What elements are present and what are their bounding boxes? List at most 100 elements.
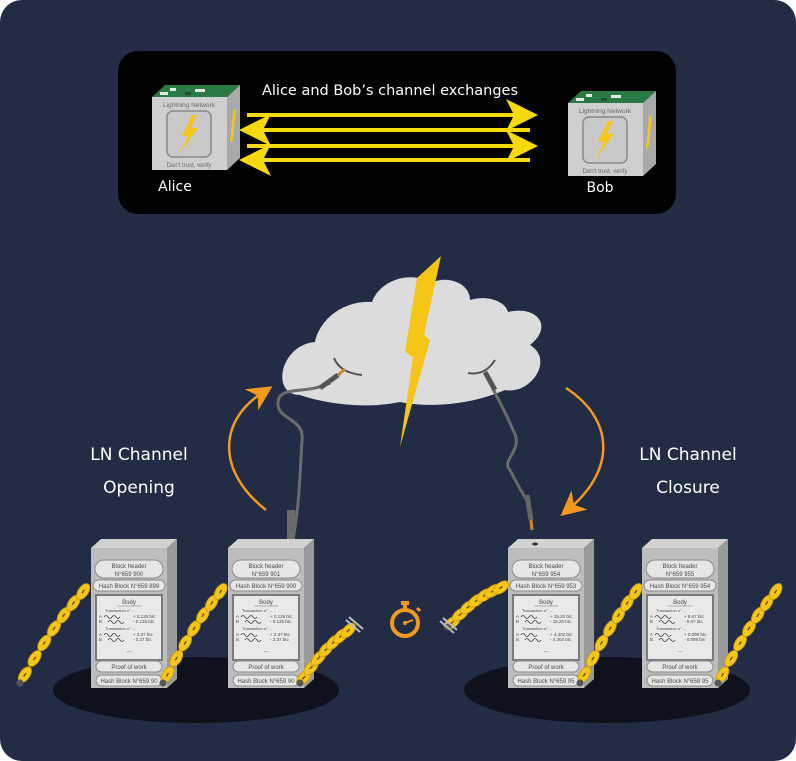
body-label: Body [259,600,273,606]
lightning-bolt-icon [400,256,441,447]
svg-text:B: B [236,637,239,642]
tx-amount: + 2.37 btc [270,632,291,637]
svg-text:...: ... [677,648,682,654]
next-hash: Hash Block N°659 95 [517,679,575,685]
proof-of-work-label: Proof of work [528,665,564,671]
prev-hash: Hash Block N°659 899 [99,584,160,590]
proof-of-work-label: Proof of work [662,665,698,671]
tx-label: Transaction n° ... [242,626,272,631]
tx-label: Transaction n° ... [522,626,552,631]
alice-node-icon: Lightning Network Don't trust, verify [152,85,240,170]
tx-amount: + 8.67 btc [684,614,705,619]
body-label: Body [673,600,687,606]
bob-label: Bob [586,180,613,196]
closure-arrow [560,386,605,517]
opening-label-line2: Opening [103,478,175,498]
chain-icon [714,583,783,687]
tx-amount: + 4.302 btc [550,632,573,637]
exchange-arrows [239,99,538,176]
svg-text:Don't trust, verify: Don't trust, verify [167,163,212,169]
tx-amount: + 0.125 btc [133,614,156,619]
exchange-panel: Alice and Bob’s channel exchanges Lightn… [118,51,676,214]
block-header-label: Block header [662,564,697,570]
bob-node-icon: Lightning Network Don't trust, verify [568,91,656,176]
chain-icon [16,583,91,687]
tx-amount: - 0.125 btc [270,619,292,624]
block-header-label: Block header [111,564,146,570]
opening-label-line1: LN Channel [90,445,187,465]
svg-text:A: A [516,614,519,619]
prev-hash: Hash Block N°659 900 [236,584,297,590]
svg-text:A: A [516,632,519,637]
svg-text:A: A [99,614,102,619]
chain-icon [159,583,228,687]
svg-text:...: ... [126,648,131,654]
svg-text:...: ... [263,648,268,654]
prev-hash: Hash Block N°659 953 [516,584,577,590]
block-number: N°659 901 [252,572,281,578]
block-header-label: Block header [248,564,283,570]
svg-text:A: A [236,632,239,637]
tx-amount: - 15.20 btc [550,619,572,624]
alice-label: Alice [158,179,192,195]
svg-text:B: B [516,637,519,642]
prev-hash: Hash Block N°659 954 [650,584,711,590]
svg-text:B: B [99,619,102,624]
tx-amount: - 4.302 btc [550,637,572,642]
tx-amount: - 3.37 btc [133,637,153,642]
svg-text:B: B [650,619,653,624]
tx-amount: + 15.20 btc [550,614,573,619]
stopwatch-icon [390,601,422,638]
svg-text:Lightning Network: Lightning Network [163,102,216,109]
tx-amount: + 0.098 btc [684,632,707,637]
tx-amount: - 8.67 btc [684,619,704,624]
next-hash: Hash Block N°659 90 [100,679,158,685]
closure-label-line1: LN Channel [639,445,736,465]
cable-left [276,367,346,541]
body-label: Body [539,600,553,606]
tx-label: Transaction n° ... [522,608,552,613]
chain-icon [439,580,510,634]
next-hash: Hash Block N°659 90 [237,679,295,685]
proof-of-work-label: Proof of work [111,665,147,671]
body-label: Body [122,600,136,606]
block-number: N°659 900 [115,572,144,578]
chain-icon [576,583,643,687]
svg-text:B: B [236,619,239,624]
tx-label: Transaction n° ... [242,608,272,613]
closure-label-line2: Closure [656,478,720,498]
tx-amount: - 2.37 btc [270,637,290,642]
svg-text:Don't trust, verify: Don't trust, verify [583,169,628,175]
tx-amount: + 0.125 btc [270,614,293,619]
svg-text:A: A [650,632,653,637]
tx-amount: - 0.125 btc [133,619,155,624]
svg-text:B: B [516,619,519,624]
block-header-label: Block header [528,564,563,570]
cable-right [482,370,534,531]
svg-text:Lightning Network: Lightning Network [579,108,632,115]
svg-text:B: B [99,637,102,642]
svg-text:...: ... [543,648,548,654]
svg-text:A: A [650,614,653,619]
block-number: N°659 955 [666,572,695,578]
next-hash: Hash Block N°659 95 [651,679,709,685]
tx-amount: + 3.37 btc [133,632,154,637]
svg-text:A: A [99,632,102,637]
exchange-title: Alice and Bob’s channel exchanges [262,83,518,99]
svg-text:A: A [236,614,239,619]
svg-text:B: B [650,637,653,642]
proof-of-work-label: Proof of work [248,665,284,671]
block-number: N°659 954 [532,572,561,578]
tx-amount: - 0.098 btc [684,637,706,642]
tx-label: Transaction n° ... [105,608,135,613]
tx-label: Transaction n° ... [105,626,135,631]
tx-label: Transaction n° ... [656,626,686,631]
opening-arrow [228,386,273,511]
tx-label: Transaction n° ... [656,608,686,613]
